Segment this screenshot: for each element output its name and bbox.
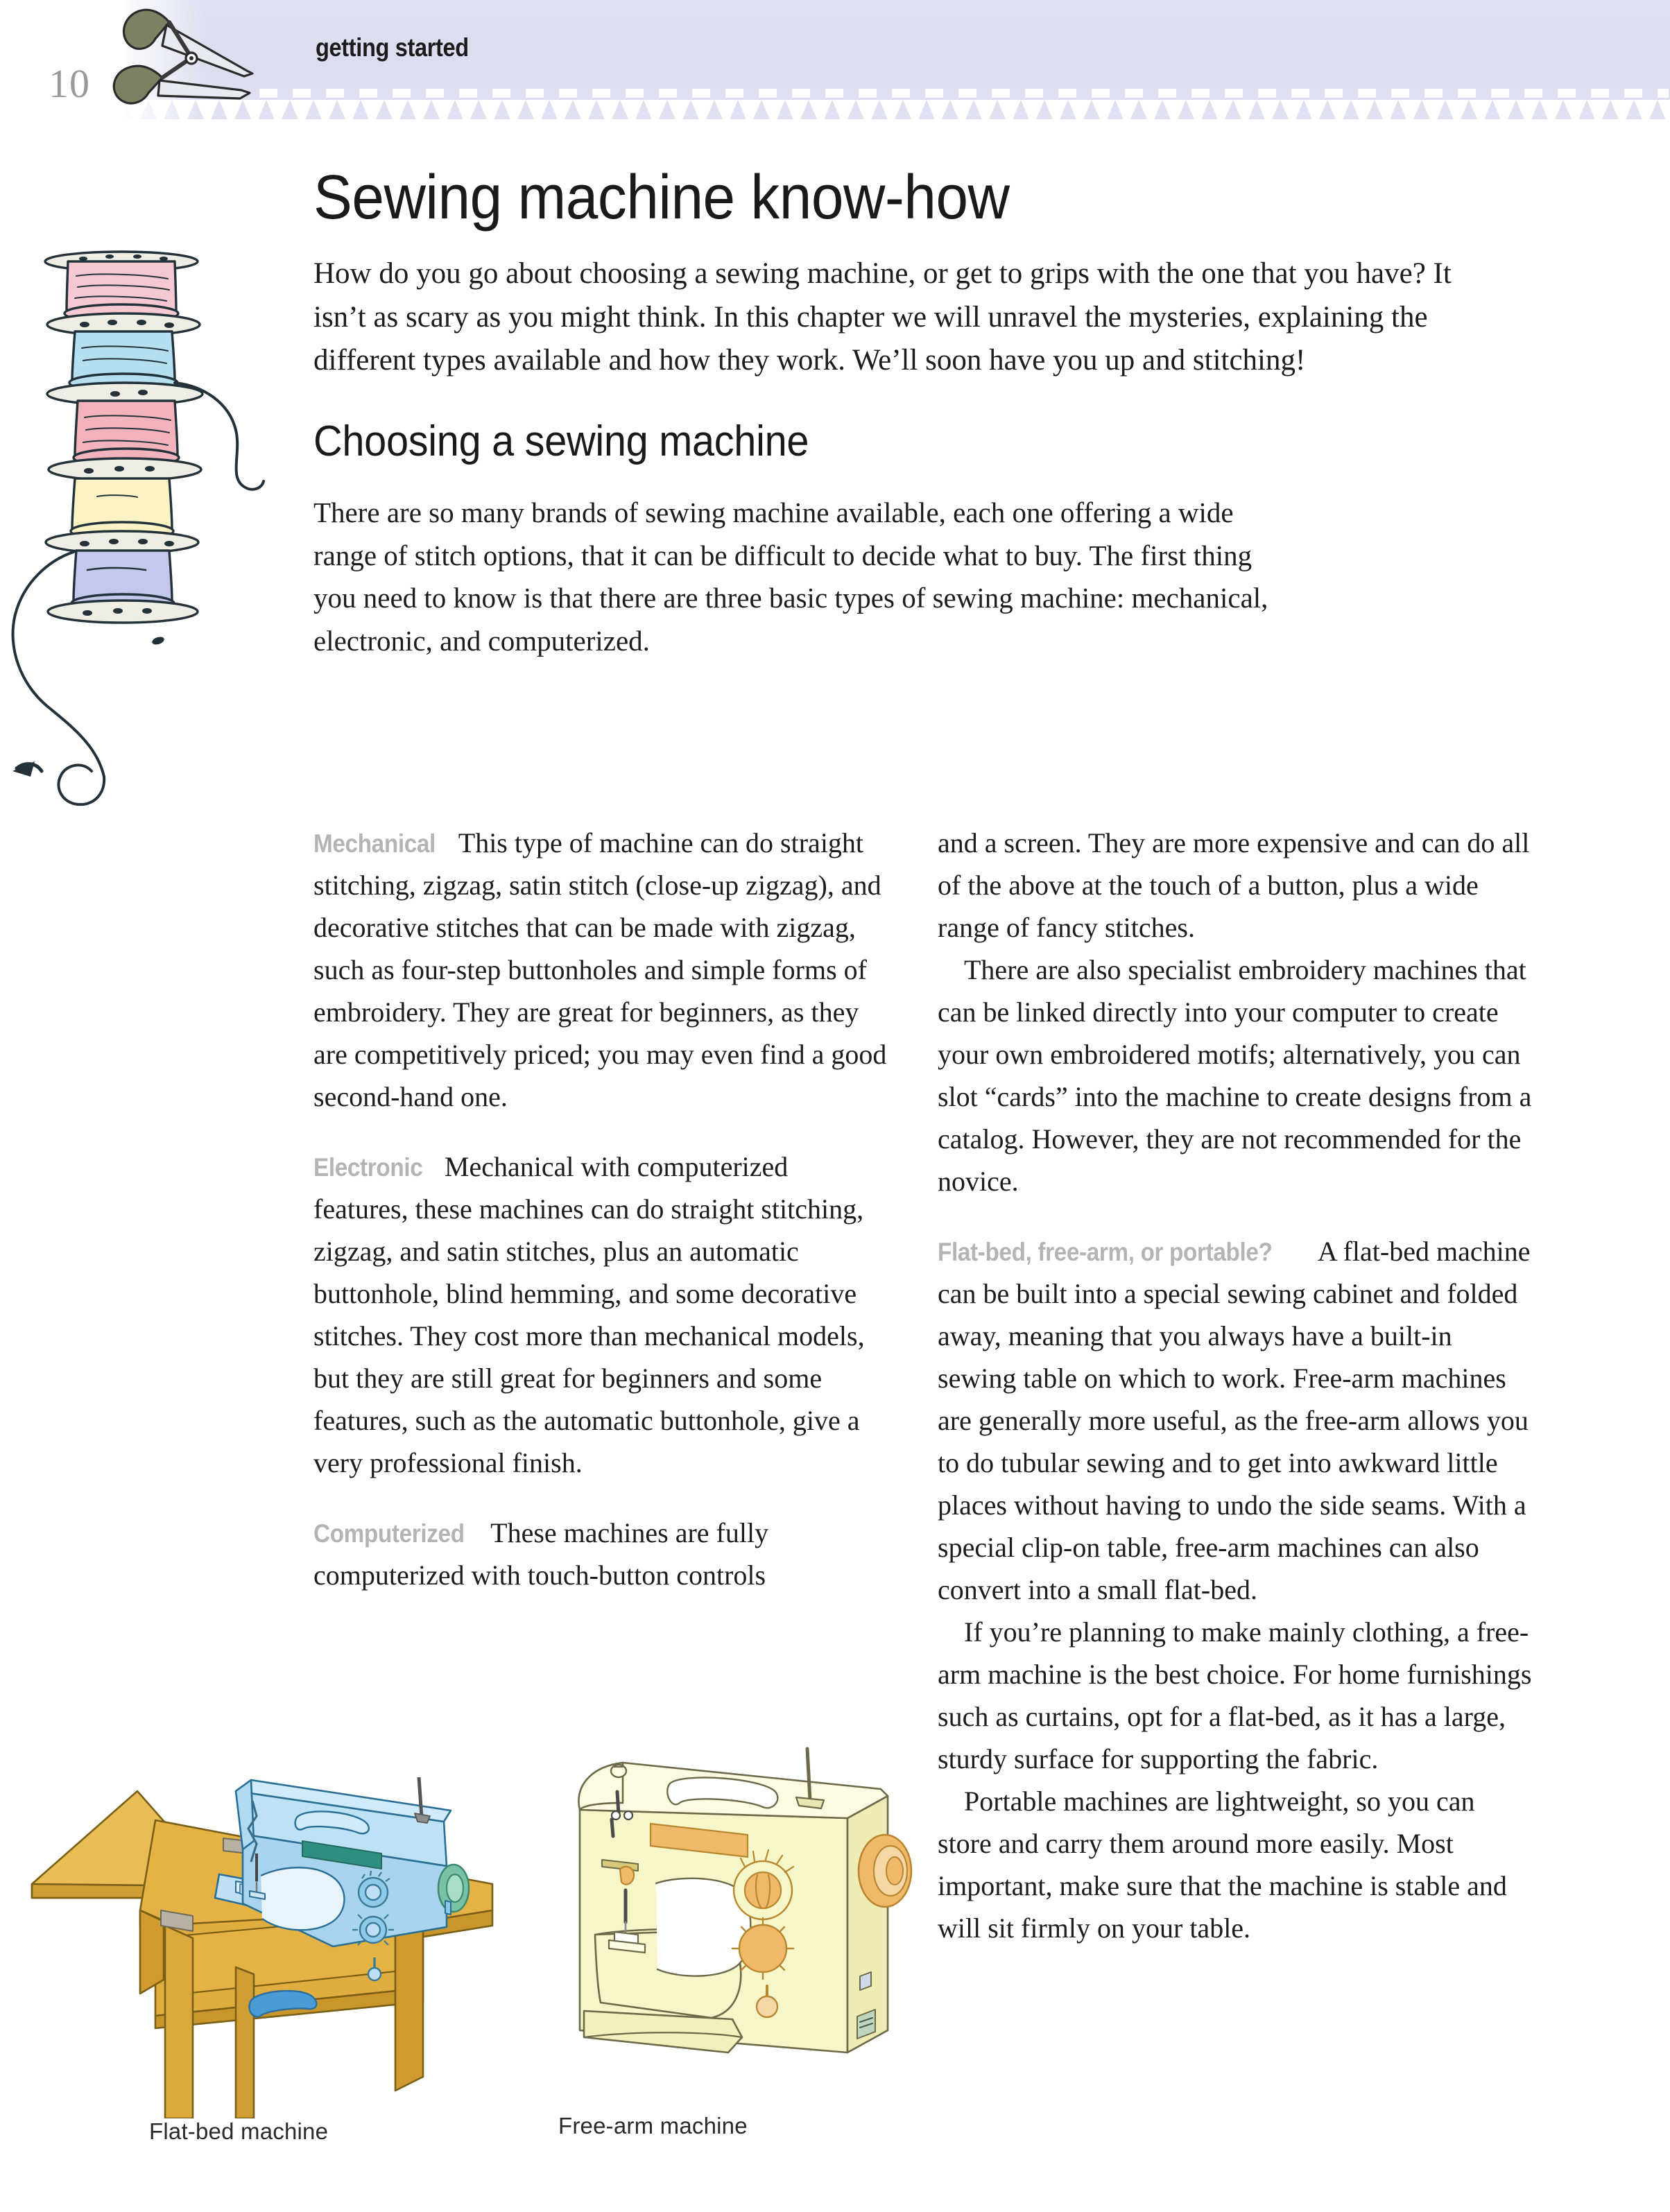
- stitch-dash-line: [259, 89, 1669, 98]
- drawer-handle: [248, 1989, 318, 2018]
- paragraph-embroidery-machines: There are also specialist embroidery mac…: [938, 949, 1535, 1202]
- column-right: and a screen. They are more expensive an…: [938, 822, 1535, 1949]
- paragraph-electronic: Electronic Mechanical with computerized …: [313, 1146, 889, 1484]
- caption-free-arm-machine: Free-arm machine: [558, 2113, 748, 2138]
- paragraph-text: These machines are fully computerized wi…: [313, 1517, 769, 1591]
- paragraph-computerized: Computerized These machines are fully co…: [313, 1512, 889, 1596]
- main-content: Sewing machine know-how How do you go ab…: [313, 166, 1534, 662]
- flat-bed-machine-illustration: [31, 1777, 494, 2118]
- free-arm-machine-illustration: [578, 1747, 913, 2054]
- section-lead-paragraph: There are so many brands of sewing machi…: [313, 496, 1268, 657]
- paragraph-screen-continuation: and a screen. They are more expensive an…: [938, 822, 1535, 949]
- paragraph-text: and a screen. They are more expensive an…: [938, 827, 1530, 943]
- paragraph-text: A flat-bed machine can be built into a s…: [938, 1236, 1531, 1605]
- paragraph-mechanical: Mechanical This type of machine can do s…: [313, 822, 889, 1118]
- runin-heading-flatbed-freearm-portable: Flat-bed, free-arm, or portable?: [938, 1238, 1273, 1266]
- paragraph-text: There are also specialist embroidery mac…: [938, 954, 1532, 1197]
- column-left: Mechanical This type of machine can do s…: [313, 822, 889, 1596]
- runin-heading-mechanical: Mechanical: [313, 829, 436, 858]
- paragraph-portable-machines: Portable machines are lightweight, so yo…: [938, 1780, 1535, 1949]
- section-heading: Choosing a sewing machine: [313, 417, 809, 466]
- page-number: 10: [49, 61, 90, 106]
- runin-heading-computerized: Computerized: [313, 1519, 465, 1548]
- page-title: Sewing machine know-how: [313, 163, 1010, 232]
- chapter-label: getting started: [316, 33, 469, 62]
- paragraph-text: Portable machines are lightweight, so yo…: [938, 1786, 1507, 1944]
- thread-spools-illustration: [11, 250, 265, 806]
- caption-flat-bed-machine: Flat-bed machine: [149, 2118, 329, 2144]
- paragraph-text: If you’re planning to make mainly clothi…: [938, 1616, 1532, 1774]
- paragraph-text: This type of machine can do straight sti…: [313, 827, 887, 1112]
- paragraph-text: Mechanical with computerized features, t…: [313, 1151, 865, 1478]
- intro-paragraph: How do you go about choosing a sewing ma…: [313, 257, 1452, 377]
- runin-heading-electronic: Electronic: [313, 1153, 423, 1182]
- scissors-icon: [112, 8, 254, 105]
- paragraph-flatbed-freearm-portable: Flat-bed, free-arm, or portable? A flat-…: [938, 1230, 1535, 1611]
- paragraph-clothing-choice: If you’re planning to make mainly clothi…: [938, 1611, 1535, 1780]
